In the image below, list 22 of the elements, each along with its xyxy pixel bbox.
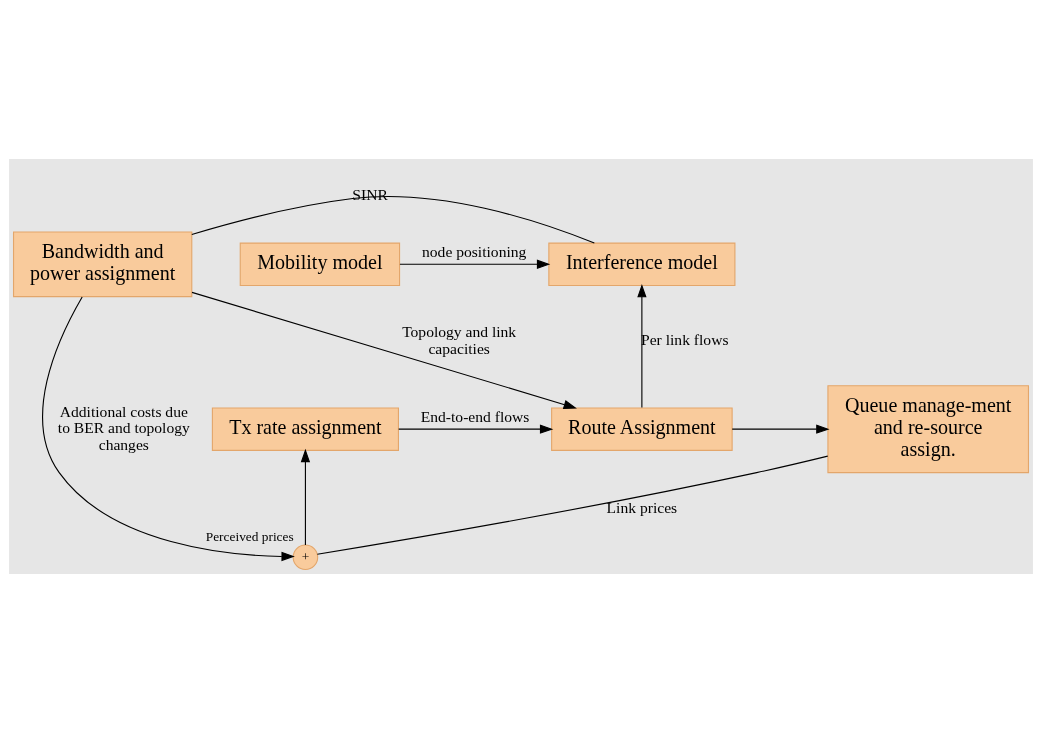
node-box: Interference model xyxy=(548,242,736,286)
arrow xyxy=(731,424,830,434)
connector xyxy=(191,196,595,244)
arrow xyxy=(399,259,551,269)
edge-label: node positioning xyxy=(422,242,527,260)
node-box: Queue manage-ment and re-source assign. xyxy=(827,385,1030,474)
arrow xyxy=(637,284,647,409)
node-box: Mobility model xyxy=(239,242,401,286)
edge-label: Topology and link capacities xyxy=(402,322,517,357)
arrow xyxy=(300,448,311,546)
arrow xyxy=(191,291,577,410)
node-circle: + xyxy=(292,544,319,571)
edge-label: Link prices xyxy=(606,498,678,516)
arrow xyxy=(398,424,554,434)
edge-label: End-to-end flows xyxy=(420,407,530,425)
connector xyxy=(316,455,829,555)
node-box: Tx rate assignment xyxy=(211,407,399,451)
arrow xyxy=(42,296,295,562)
node-label: Perceived prices xyxy=(205,529,294,545)
edge-label: Additional costs due to BER and topology changes xyxy=(57,402,190,453)
node-box: Bandwidth and power assignment xyxy=(12,231,193,298)
node-box: Route Assignment xyxy=(551,407,733,451)
